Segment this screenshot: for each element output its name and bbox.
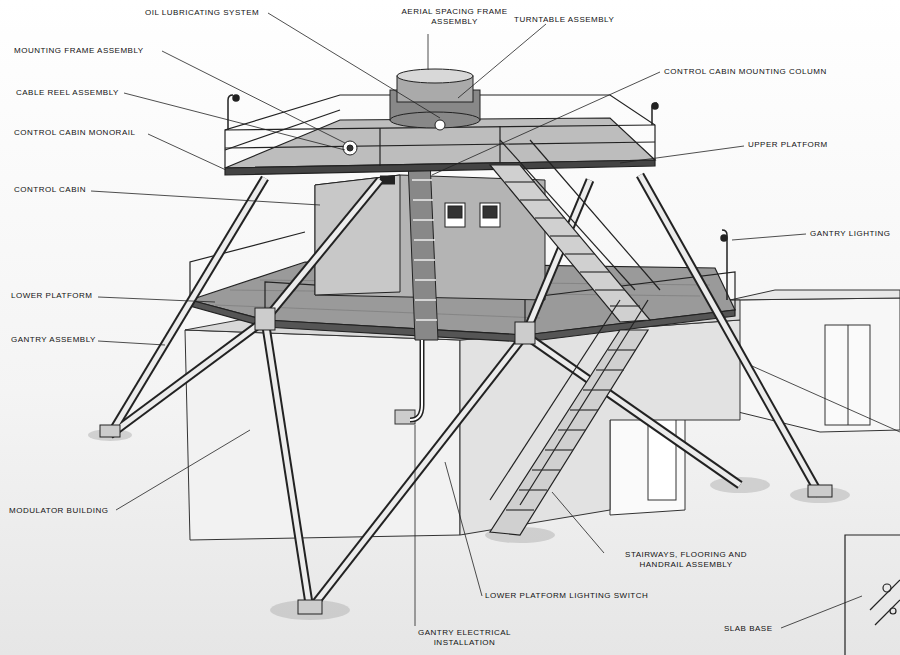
part-label: OIL LUBRICATING SYSTEM <box>145 8 259 18</box>
part-label: LOWER PLATFORM LIGHTING SWITCH <box>485 591 648 601</box>
gantry-legs <box>100 175 832 614</box>
part-label: TURNTABLE ASSEMBLY <box>514 15 614 25</box>
part-label: GANTRY ASSEMBLY <box>11 335 96 345</box>
gantry-lamps <box>228 95 727 300</box>
part-label: MODULATOR BUILDING <box>9 506 108 516</box>
part-label: CONTROL CABIN MOUNTING COLUMN <box>664 67 827 77</box>
part-label: SLAB BASE <box>724 624 773 634</box>
part-label: MOUNTING FRAME ASSEMBLY <box>14 46 144 56</box>
part-label: GANTRY LIGHTING <box>810 229 891 239</box>
turntable <box>343 69 480 155</box>
part-label: LOWER PLATFORM <box>11 291 93 301</box>
part-label: CONTROL CABIN <box>14 185 86 195</box>
stairways <box>490 140 660 535</box>
part-label: CONTROL CABIN MONORAIL <box>14 128 135 138</box>
part-label: AERIAL SPACING FRAME ASSEMBLY <box>392 7 517 27</box>
leader-lines <box>91 13 900 628</box>
part-label: UPPER PLATFORM <box>748 140 828 150</box>
part-label: CABLE REEL ASSEMBLY <box>16 88 119 98</box>
part-label: GANTRY ELECTRICAL INSTALLATION <box>412 628 517 648</box>
slab-base-inset <box>845 535 900 655</box>
mounting-column <box>408 160 438 420</box>
part-label: STAIRWAYS, FLOORING AND HANDRAIL ASSEMBL… <box>606 550 766 570</box>
